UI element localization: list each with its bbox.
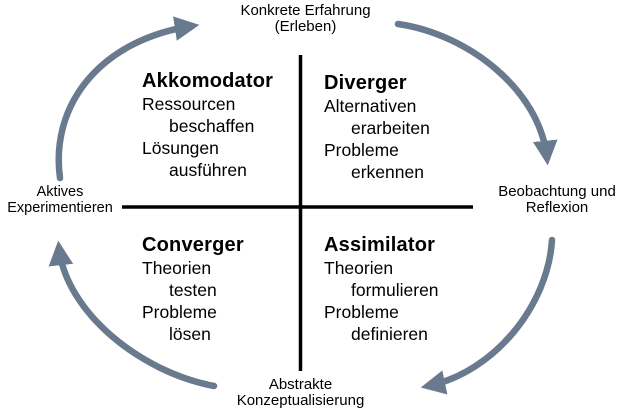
quadrant-title: Converger <box>142 234 244 256</box>
cycle-label-beobachtung-reflexion: Beobachtung und Reflexion <box>481 184 633 216</box>
cycle-label-line: Experimentieren <box>7 200 113 216</box>
cycle-label-konkrete-erfahrung: Konkrete Erfahrung (Erleben) <box>218 3 393 35</box>
arc-arrow-left-to-top-icon <box>55 16 200 182</box>
quadrant-text-line: beschaffen <box>169 116 255 136</box>
quadrant-title: Akkomodator <box>142 70 274 92</box>
cycle-label-aktives-experimentieren: Aktives Experimentieren <box>0 184 120 216</box>
quadrant-text-line: Lösungen <box>142 138 219 158</box>
quadrant-text-line: Theorien <box>324 258 394 278</box>
quadrant-text-line: formulieren <box>351 280 439 300</box>
cycle-label-line: Konkrete Erfahrung <box>240 2 371 19</box>
quadrant-text-line: Probleme <box>324 302 399 322</box>
quadrant-text-line: Probleme <box>142 302 217 322</box>
quadrant-text-line: Probleme <box>324 140 399 160</box>
quadrant-text-line: definieren <box>351 324 428 344</box>
cycle-label-line: Reflexion <box>525 199 589 216</box>
quadrant-diverger: Diverger Alternativen erarbeiten Problem… <box>324 72 430 183</box>
quadrant-text-line: Theorien <box>142 258 212 278</box>
cycle-label-line: Aktives <box>36 184 84 200</box>
cycle-label-abstrakte-konzeptualisierung: Abstrakte Konzeptualisierung <box>213 377 388 409</box>
arc-arrow-top-to-right-icon <box>394 20 558 166</box>
cycle-label-line: Beobachtung und <box>498 183 616 200</box>
quadrant-text-line: lösen <box>169 324 211 344</box>
quadrant-title: Assimilator <box>324 234 436 256</box>
arc-arrow-bottom-to-left-icon <box>48 240 218 390</box>
quadrant-title: Diverger <box>324 72 407 94</box>
cycle-label-line: (Erleben) <box>274 18 337 35</box>
quadrant-akkomodator: Akkomodator Ressourcen beschaffen Lösung… <box>142 70 273 181</box>
quadrant-converger: Converger Theorien testen Probleme lösen <box>142 234 244 345</box>
quadrant-assimilator: Assimilator Theorien formulieren Problem… <box>324 234 439 345</box>
quadrant-text-line: erkennen <box>351 162 424 182</box>
quadrant-text-line: testen <box>169 280 217 300</box>
cycle-label-line: Abstrakte <box>268 376 333 393</box>
quadrant-text-line: erarbeiten <box>351 118 430 138</box>
quadrant-text-line: Ressourcen <box>142 94 236 114</box>
cycle-label-line: Konzeptualisierung <box>236 392 365 409</box>
arc-arrow-right-to-bottom-icon <box>420 236 556 395</box>
quadrant-text-line: Alternativen <box>324 96 417 116</box>
quadrant-text-line: ausführen <box>169 160 247 180</box>
